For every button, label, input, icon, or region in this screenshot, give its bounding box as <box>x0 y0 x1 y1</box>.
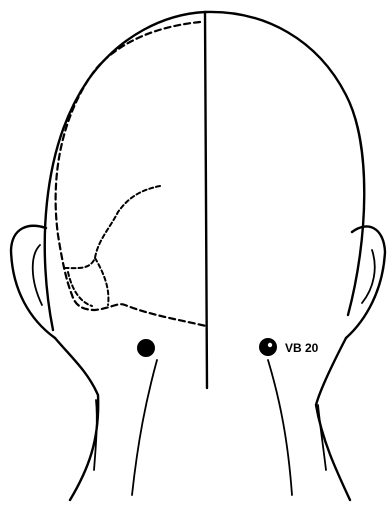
occipital-dotted-lobe <box>95 258 108 305</box>
left-acupoint-marker <box>137 339 155 357</box>
right-neck-line <box>268 360 292 495</box>
right-acupoint-marker <box>259 338 277 356</box>
right-acupoint-marker-highlight <box>268 343 272 347</box>
midline <box>205 12 207 388</box>
left-ear <box>11 226 55 338</box>
left-neck-line <box>132 360 157 495</box>
vb20-label: VB 20 <box>285 341 319 355</box>
right-ear <box>346 226 385 338</box>
skull-dashed-outline <box>56 22 206 326</box>
left-neck-inner <box>94 400 97 470</box>
right-ear-inner <box>362 250 375 303</box>
occipital-dotted-inner <box>68 272 92 306</box>
right-jaw-line <box>316 338 350 500</box>
occipital-dotted-curve <box>65 186 160 268</box>
left-ear-inner <box>33 245 42 305</box>
left-jaw-line <box>55 338 98 500</box>
